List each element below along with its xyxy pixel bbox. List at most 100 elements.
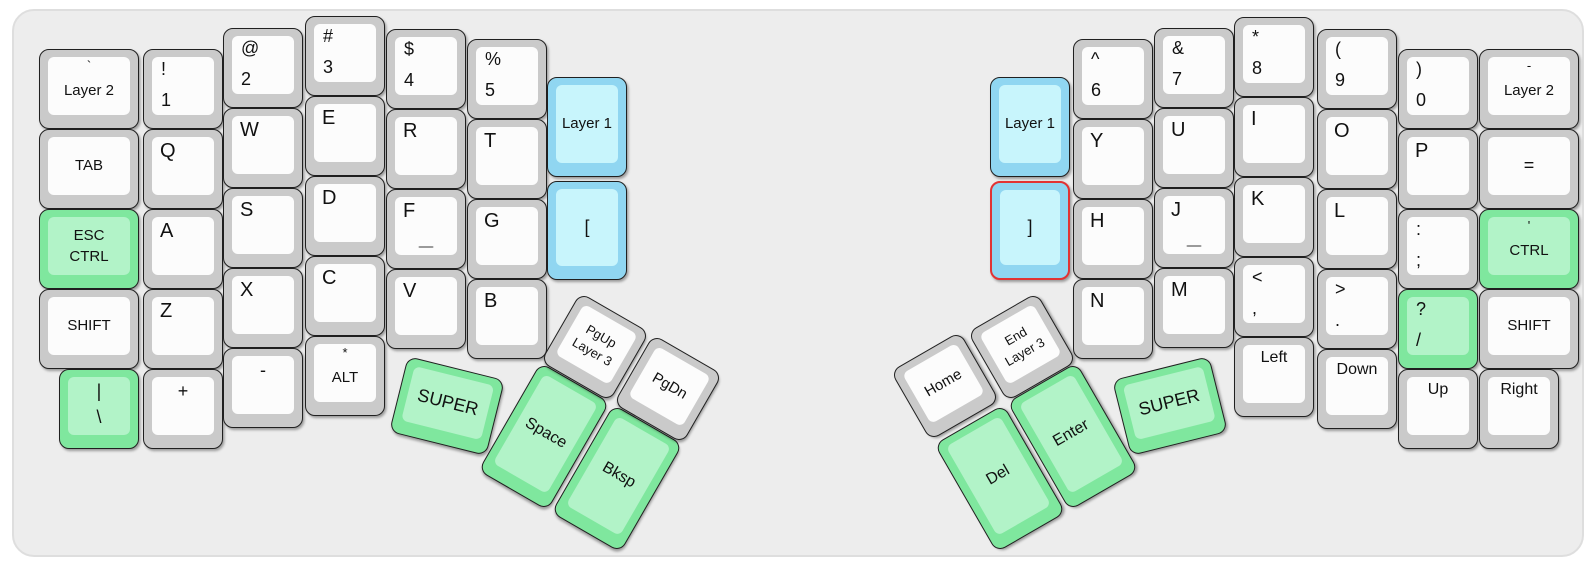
key-shift-right[interactable]: SHIFT (1479, 289, 1579, 369)
key-p[interactable]: P (1398, 129, 1478, 209)
key-hash-3[interactable]: #3 (305, 16, 385, 96)
keycap-face: [ (556, 189, 618, 266)
key-w[interactable]: W (223, 108, 303, 188)
key-arrow-down[interactable]: Down (1317, 349, 1397, 429)
key-f[interactable]: F (386, 189, 466, 269)
key-r[interactable]: R (386, 109, 466, 189)
key-label: F (403, 200, 416, 222)
key-grave-layer-2[interactable]: `Layer 2 (39, 49, 139, 129)
key-y[interactable]: Y (1073, 119, 1153, 199)
key-j[interactable]: J (1154, 188, 1234, 268)
key-arrow-left[interactable]: Left (1234, 337, 1314, 417)
key-e[interactable]: E (305, 96, 385, 176)
key-label: | (96, 381, 102, 401)
key-label: Enter (1050, 416, 1092, 451)
key-label: , (1252, 298, 1258, 318)
key-layer-1-right[interactable]: Layer 1 (990, 77, 1070, 177)
key-left-bracket[interactable]: [ (547, 181, 627, 280)
key-u[interactable]: U (1154, 108, 1234, 188)
key-less-comma[interactable]: <, (1234, 257, 1314, 337)
key-label: 8 (1252, 58, 1263, 78)
key-greater-period[interactable]: >. (1317, 269, 1397, 349)
key-arrow-right[interactable]: Right (1479, 369, 1559, 449)
key-equals[interactable]: = (1479, 129, 1579, 209)
key-label: < (1252, 267, 1263, 287)
keycap-face: H (1082, 207, 1144, 265)
key-l[interactable]: L (1317, 189, 1397, 269)
key-m[interactable]: M (1154, 268, 1234, 348)
key-o[interactable]: O (1317, 109, 1397, 189)
key-label: 2 (241, 69, 252, 89)
key-minus[interactable]: - (223, 348, 303, 428)
keycap-face: ?/ (1407, 297, 1469, 355)
key-g[interactable]: G (467, 199, 547, 279)
key-caret-6[interactable]: ^6 (1073, 39, 1153, 119)
key-q[interactable]: Q (143, 129, 223, 209)
key-label: X (240, 279, 254, 301)
key-minus-layer-2[interactable]: -Layer 2 (1479, 49, 1579, 129)
keycap-face: &7 (1163, 36, 1225, 94)
key-label: * (342, 345, 348, 360)
key-k[interactable]: K (1234, 177, 1314, 257)
key-label: ( (1335, 39, 1341, 59)
key-c[interactable]: C (305, 256, 385, 336)
keycap-face: G (476, 207, 538, 265)
key-pipe-backslash[interactable]: |\ (59, 369, 139, 449)
key-amp-7[interactable]: &7 (1154, 28, 1234, 108)
key-label: TAB (74, 157, 104, 175)
key-label: SHIFT (67, 317, 111, 335)
key-b[interactable]: B (467, 279, 547, 359)
key-asterisk-8[interactable]: *8 (1234, 17, 1314, 97)
key-layer-1-left[interactable]: Layer 1 (547, 77, 627, 177)
key-s[interactable]: S (223, 188, 303, 268)
keycap-face: J (1163, 196, 1225, 254)
key-label: 5 (485, 80, 496, 100)
keycap-face: K (1243, 185, 1305, 243)
key-plus[interactable]: + (143, 369, 223, 449)
key-label: E (322, 107, 336, 129)
keycap-face: = (1488, 137, 1570, 195)
key-x[interactable]: X (223, 268, 303, 348)
key-asterisk-alt[interactable]: *ALT (305, 336, 385, 416)
key-percent-5[interactable]: %5 (467, 39, 547, 119)
key-v[interactable]: V (386, 269, 466, 349)
key-i[interactable]: I (1234, 97, 1314, 177)
keycap-face: C (314, 264, 376, 322)
keycap-face: A (152, 217, 214, 275)
key-paren-9[interactable]: (9 (1317, 29, 1397, 109)
keycap-face: Layer 1 (999, 85, 1061, 163)
keycap-face: P (1407, 137, 1469, 195)
keycap-face: E (314, 104, 376, 162)
key-colon-semicolon[interactable]: :; (1398, 209, 1478, 289)
keycap-face: + (152, 377, 214, 435)
key-quote-ctrl[interactable]: 'CTRL (1479, 209, 1579, 289)
keycap-face: SUPER (1122, 366, 1216, 441)
key-paren-0[interactable]: )0 (1398, 49, 1478, 129)
key-arrow-up[interactable]: Up (1398, 369, 1478, 449)
keycap-face: R (395, 117, 457, 175)
key-super-right[interactable]: SUPER (1112, 356, 1228, 456)
key-z[interactable]: Z (143, 289, 223, 369)
keycap-face: >. (1326, 277, 1388, 335)
key-h[interactable]: H (1073, 199, 1153, 279)
key-right-bracket[interactable]: ] (990, 181, 1070, 280)
key-exclam-1[interactable]: !1 (143, 49, 223, 129)
key-t[interactable]: T (467, 119, 547, 199)
key-dollar-4[interactable]: $4 (386, 29, 466, 109)
key-label: U (1171, 119, 1186, 141)
key-label: Y (1090, 130, 1104, 152)
key-label: 7 (1172, 69, 1183, 89)
key-super-left[interactable]: SUPER (389, 356, 505, 456)
keycap-face: SUPER (401, 366, 495, 441)
keycap-face: M (1163, 276, 1225, 334)
key-tab[interactable]: TAB (39, 129, 139, 209)
key-question-slash[interactable]: ?/ (1398, 289, 1478, 369)
key-at-2[interactable]: @2 (223, 28, 303, 108)
keycap-face: *ALT (314, 344, 376, 402)
key-d[interactable]: D (305, 176, 385, 256)
key-n[interactable]: N (1073, 279, 1153, 359)
key-a[interactable]: A (143, 209, 223, 289)
key-shift-left[interactable]: SHIFT (39, 289, 139, 369)
keycap-face: U (1163, 116, 1225, 174)
